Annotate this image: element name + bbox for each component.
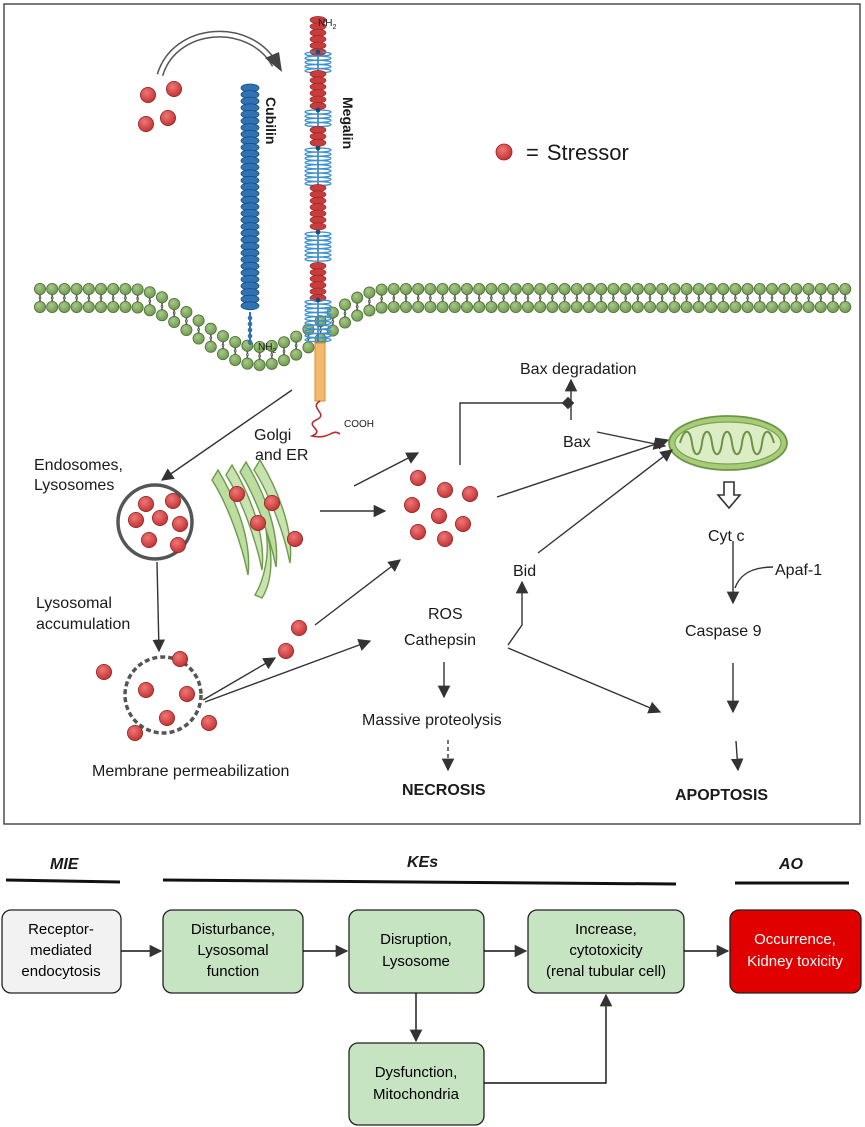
bax-label: Bax bbox=[563, 434, 591, 451]
megalin-label: Megalin bbox=[340, 97, 356, 149]
bid-label: Bid bbox=[513, 563, 536, 580]
box-mitochondria-dysfunction: Dysfunction, Mitochondria bbox=[348, 1042, 485, 1126]
mitochondrion-icon bbox=[668, 415, 788, 471]
box-cytotoxicity: Increase, cytotoxicity (renal tubular ce… bbox=[527, 909, 685, 994]
mie-underline bbox=[5, 878, 121, 884]
membrane-permeabilization-label: Membrane permeabilization bbox=[92, 763, 289, 780]
box-lysosomal-function: Disturbance, Lysosomal function bbox=[162, 909, 304, 994]
cyt-c-label: Cyt c bbox=[708, 528, 744, 545]
svg-text:mediated: mediated bbox=[30, 942, 92, 959]
bax-degradation-label: Bax degradation bbox=[520, 361, 637, 378]
lysosomal-label-2: accumulation bbox=[36, 616, 130, 633]
cell-membrane bbox=[34, 282, 852, 371]
svg-text:Mitochondria: Mitochondria bbox=[373, 1086, 460, 1103]
uptake-curved-arrow-fill bbox=[158, 32, 277, 76]
svg-text:endocytosis: endocytosis bbox=[21, 963, 100, 980]
svg-text:Occurrence,: Occurrence, bbox=[754, 931, 836, 948]
legend-stressor-ball bbox=[495, 143, 513, 161]
box-receptor-endocytosis: Receptor- mediated endocytosis bbox=[1, 909, 122, 994]
cubilin-protein bbox=[240, 83, 260, 345]
svg-text:function: function bbox=[207, 963, 260, 980]
uptake-arrow-head bbox=[265, 52, 282, 72]
endosomes-label-2: Lysosomes bbox=[34, 477, 114, 494]
pathway-arrows bbox=[152, 378, 774, 772]
kes-underline bbox=[162, 878, 677, 886]
box-lysosome-disruption: Disruption, Lysosome bbox=[348, 909, 485, 994]
mito-release-arrow bbox=[716, 481, 742, 510]
caspase9-label: Caspase 9 bbox=[685, 623, 762, 640]
svg-text:Increase,: Increase, bbox=[575, 921, 637, 938]
golgi-label-1: Golgi bbox=[254, 427, 291, 444]
megalin-protein bbox=[304, 16, 332, 345]
golgi-label-2: and ER bbox=[255, 447, 308, 464]
stressor-balls bbox=[96, 81, 478, 742]
svg-text:Dysfunction,: Dysfunction, bbox=[375, 1064, 458, 1081]
mie-header: MIE bbox=[50, 856, 80, 873]
legend-label: =Stressor bbox=[526, 140, 629, 165]
necrosis-label: NECROSIS bbox=[402, 782, 486, 799]
nh2-top-label: NH2 bbox=[318, 18, 336, 31]
svg-text:Lysosomal: Lysosomal bbox=[197, 942, 268, 959]
nh2-cubilin-label: NH2 bbox=[258, 342, 276, 355]
apoptosis-label: APOPTOSIS bbox=[675, 787, 768, 804]
ao-header: AO bbox=[778, 856, 804, 873]
cubilin-label: Cubilin bbox=[263, 97, 279, 144]
svg-text:Lysosome: Lysosome bbox=[382, 953, 450, 970]
svg-text:Receptor-: Receptor- bbox=[28, 921, 94, 938]
uptake-curved-arrow bbox=[156, 30, 279, 77]
megalin-cytoplasmic-tail bbox=[309, 400, 341, 438]
cathepsin-label: Cathepsin bbox=[404, 632, 476, 649]
kes-header: KEs bbox=[407, 854, 438, 871]
svg-text:cytotoxicity: cytotoxicity bbox=[569, 942, 643, 959]
ros-label: ROS bbox=[428, 606, 463, 623]
lysosomal-label-1: Lysosomal bbox=[36, 595, 112, 612]
svg-text:Disruption,: Disruption, bbox=[380, 931, 452, 948]
permeabilized-lysosome bbox=[123, 655, 203, 735]
panel-frame bbox=[3, 3, 861, 825]
svg-text:Kidney toxicity: Kidney toxicity bbox=[747, 953, 843, 970]
svg-text:(renal tubular cell): (renal tubular cell) bbox=[546, 963, 666, 980]
box-kidney-toxicity: Occurrence, Kidney toxicity bbox=[729, 909, 862, 994]
endosomes-label-1: Endosomes, bbox=[34, 457, 123, 474]
massive-proteolysis-label: Massive proteolysis bbox=[362, 712, 502, 729]
svg-text:Disturbance,: Disturbance, bbox=[191, 921, 275, 938]
golgi-er-icon bbox=[211, 458, 292, 599]
aop-arrows bbox=[121, 944, 730, 1084]
megalin-transmembrane bbox=[314, 342, 326, 402]
cooh-label: COOH bbox=[344, 419, 374, 430]
apaf1-label: Apaf-1 bbox=[775, 562, 822, 579]
